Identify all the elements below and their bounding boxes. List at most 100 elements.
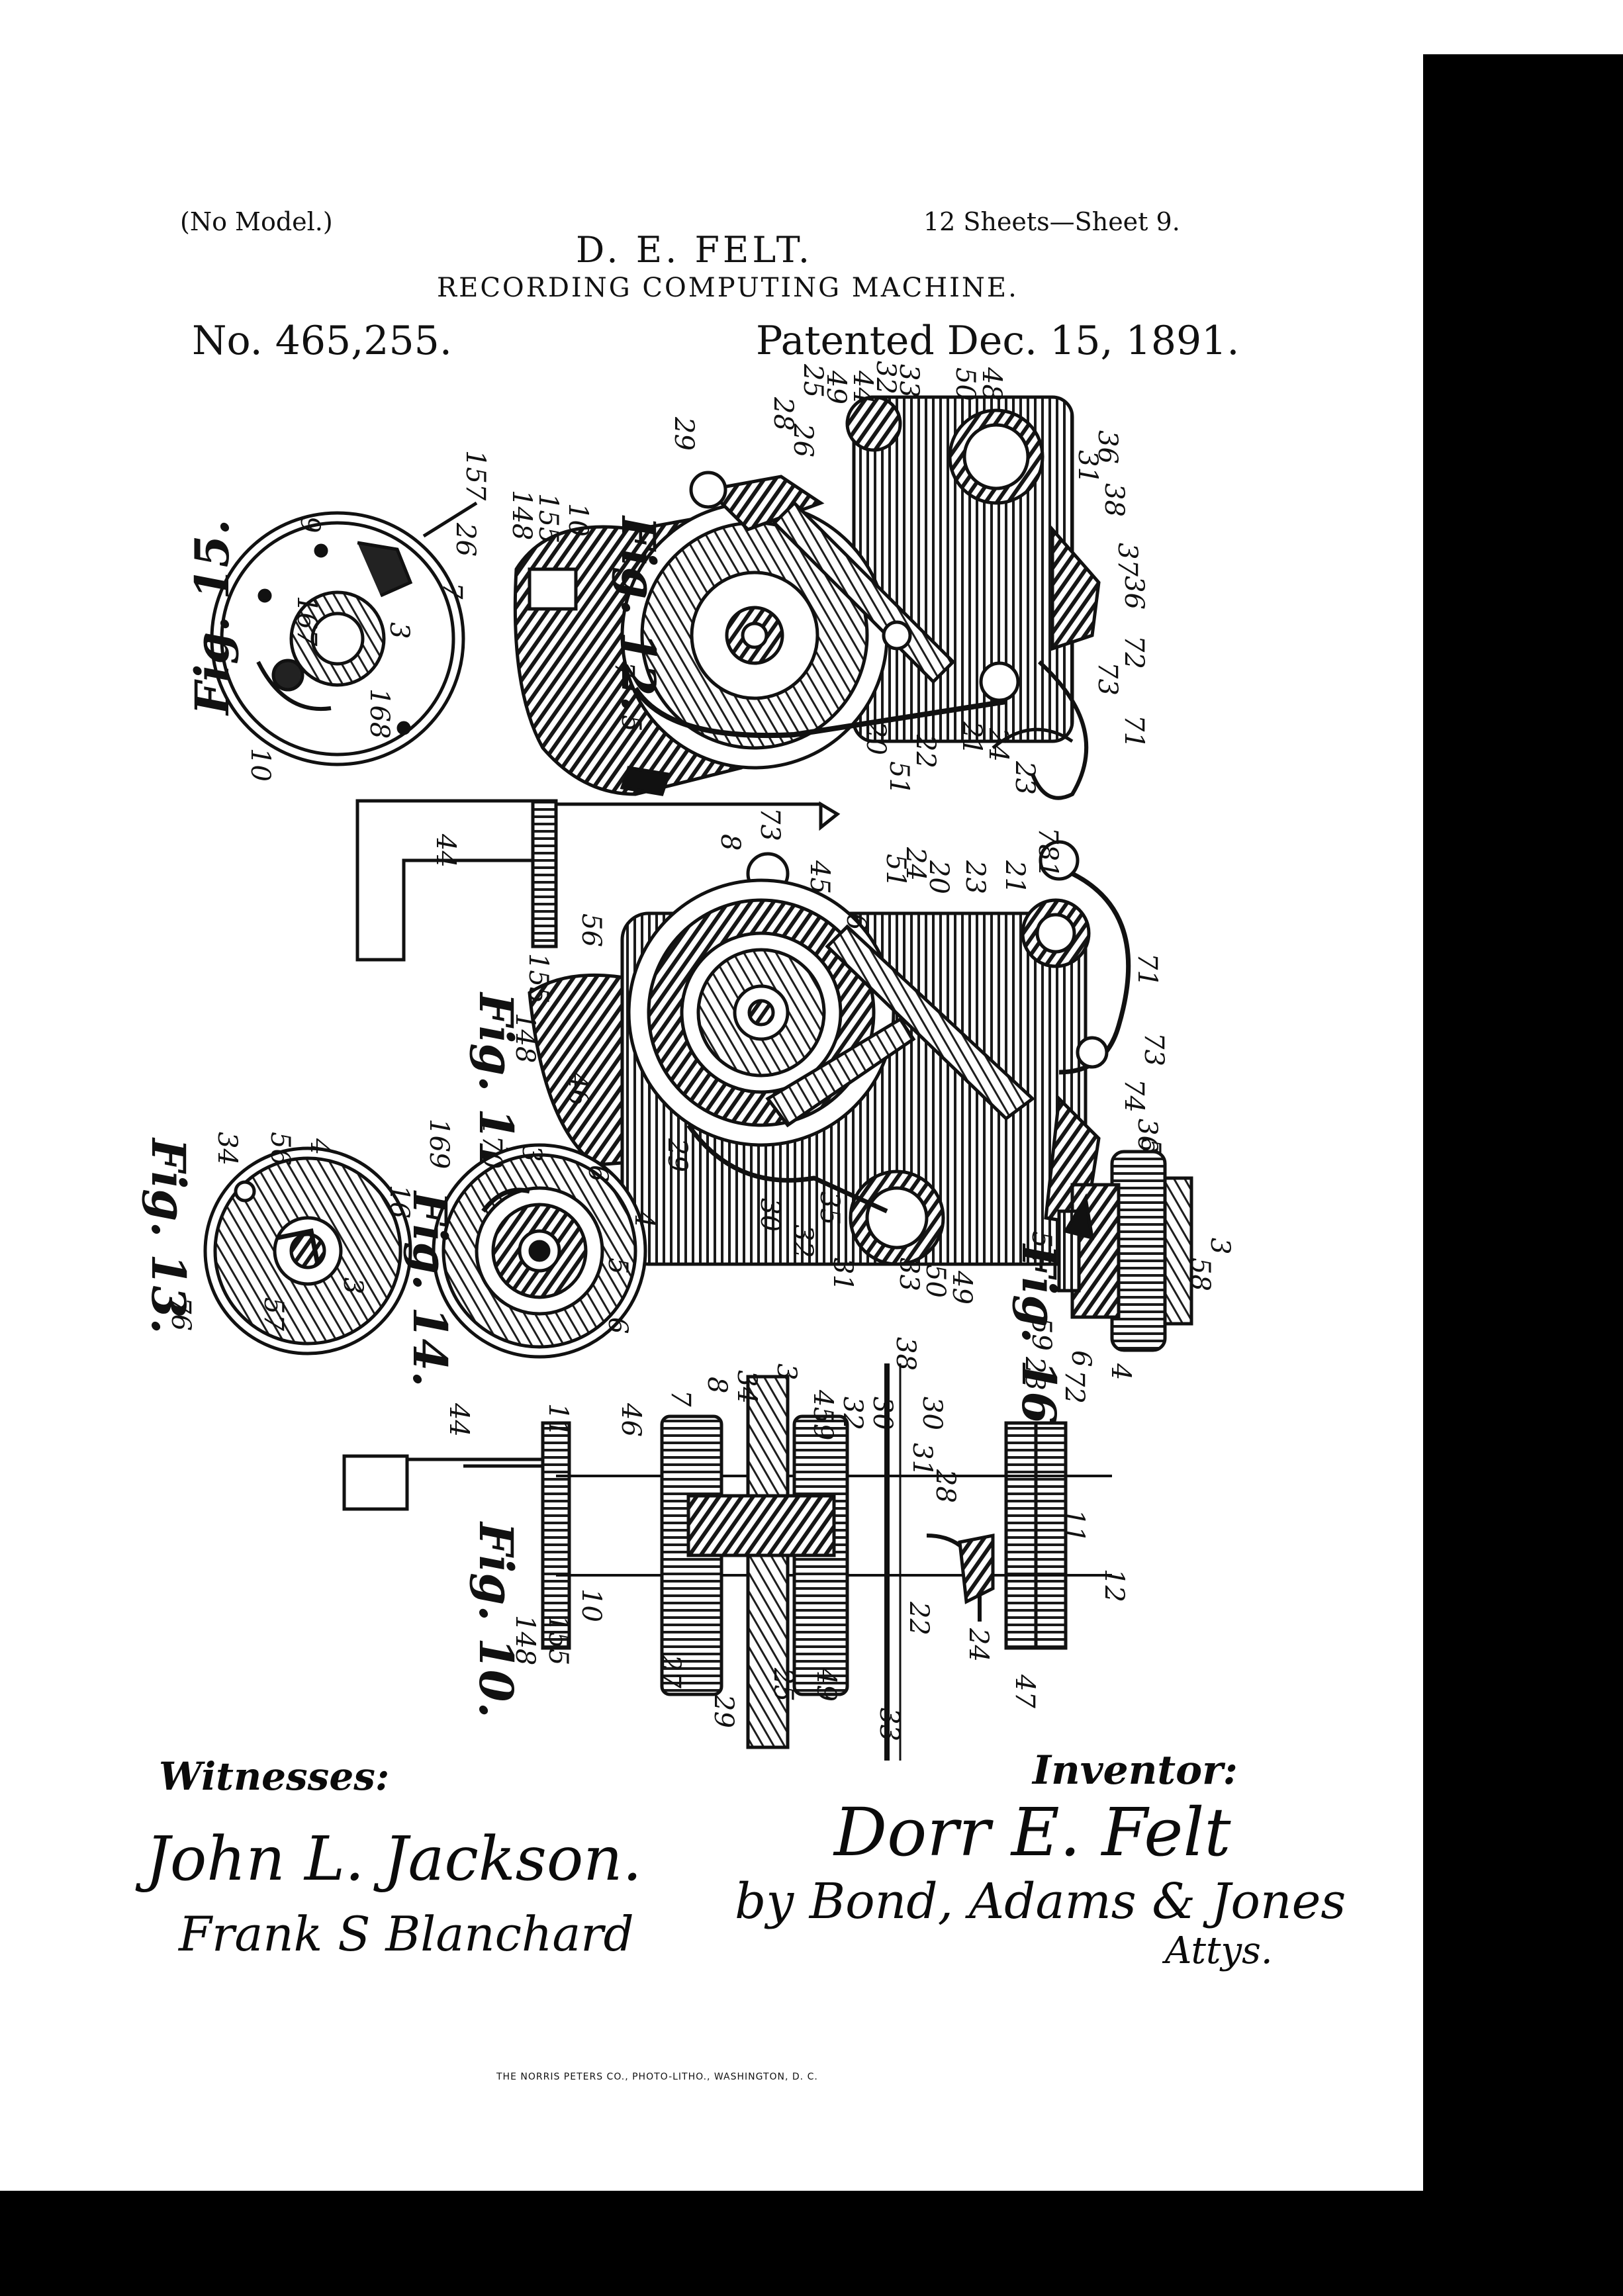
figure-10	[342, 1363, 1112, 1761]
fig11-ref-36: 36	[1132, 1119, 1162, 1152]
fig10-ref-148: 148	[510, 1615, 540, 1665]
fig11-ref-74: 74	[1119, 1079, 1149, 1113]
fig-16-label: Fig. 16.	[1011, 1243, 1066, 1440]
patent-number: No. 465,255.	[192, 318, 452, 364]
fig10-ref-46: 46	[616, 1402, 646, 1437]
fig15-ref-9: 9	[295, 516, 325, 533]
fig10-ref-22: 22	[904, 1601, 934, 1635]
printer-imprint: THE NORRIS PETERS CO., PHOTO-LITHO., WAS…	[496, 2072, 818, 2082]
figure-14	[432, 1143, 647, 1359]
figure-13	[203, 1146, 412, 1355]
fig12-ref-148: 148	[506, 490, 537, 540]
fig10-ref-34: 34	[731, 1370, 762, 1404]
fig12-ref-36-top: 36	[1092, 430, 1123, 464]
model-note: (No Model.)	[180, 207, 333, 236]
fig13-ref-3: 3	[338, 1277, 368, 1294]
fig10-ref-44: 44	[443, 1402, 474, 1437]
figure-14-labels: Fig. 14. 169 170 3 6 4 5 6	[402, 1119, 659, 1387]
fig11-ref-30: 30	[755, 1198, 785, 1232]
fig11-ref-73-lower: 73	[1138, 1033, 1169, 1066]
attorneys-signature: by Bond, Adams & Jones	[735, 1873, 1346, 1930]
fig12-ref-33: 33	[894, 364, 924, 398]
fig16-ref-59: 59	[1026, 1317, 1056, 1351]
figure-13-labels: Fig. 13. 34 56 4 16 76 57 3	[141, 1132, 414, 1334]
fig10-ref-25: 25	[768, 1667, 798, 1702]
fig12-ref-23: 23	[1009, 760, 1040, 795]
fig14-ref-6-bottom: 6	[602, 1317, 633, 1334]
fig14-ref-169: 169	[424, 1119, 454, 1169]
fig-15-label: Fig. 15.	[185, 519, 240, 716]
fig13-ref-4: 4	[304, 1138, 335, 1155]
fig16-ref-58: 58	[1185, 1258, 1215, 1291]
figure-12	[513, 395, 1101, 800]
patent-date: Patented Dec. 15, 1891.	[756, 318, 1240, 364]
fig15-ref-10: 10	[245, 748, 275, 782]
fig16-ref-3: 3	[1205, 1238, 1235, 1254]
fig12-ref-155: 155	[533, 493, 563, 543]
fig14-ref-3: 3	[516, 1145, 547, 1162]
fig12-ref-48: 48	[976, 367, 1007, 401]
fig14-ref-170: 170	[477, 1119, 507, 1169]
fig10-ref-11: 11	[543, 1403, 573, 1437]
fig12-ref-50: 50	[950, 367, 980, 401]
fig12-ref-21: 21	[956, 721, 987, 755]
fig11-ref-6: 6	[841, 913, 871, 930]
fig11-ref-73: 73	[755, 807, 785, 841]
fig10-ref-49: 49	[811, 1667, 841, 1702]
fig-13-label: Fig. 13.	[141, 1137, 196, 1334]
fig12-ref-24: 24	[983, 727, 1013, 762]
fig13-ref-76: 76	[165, 1297, 196, 1331]
fig10-ref-72: 72	[1059, 1370, 1090, 1404]
fig12-ref-10: 10	[563, 503, 593, 537]
fig12-ref-38: 38	[1099, 483, 1129, 517]
fig10-ref-47: 47	[1009, 1674, 1040, 1708]
fig10-ref-33: 33	[874, 1708, 904, 1741]
fig16-ref-4: 4	[1105, 1363, 1136, 1380]
patent-title: RECORDING COMPUTING MACHINE.	[437, 273, 1019, 303]
fig10-ref-12: 12	[1099, 1569, 1129, 1602]
fig11-ref-155: 155	[523, 953, 553, 1003]
fig12-ref-49: 49	[821, 370, 851, 404]
fig-10-label: Fig. 10.	[469, 1521, 524, 1718]
figure-12-labels: Fig. 12. 148 155 10 29 28 25 26 49 44 32…	[506, 361, 1149, 795]
fig12-ref-72: 72	[1119, 635, 1149, 669]
fig11-ref-23: 23	[960, 860, 990, 894]
figure-10-labels: Fig. 10. 44 11 7 8 34 3 46 459 32 30 38 …	[443, 1337, 1129, 1741]
fig11-ref-49: 49	[947, 1270, 977, 1305]
fig11-ref-32: 32	[788, 1224, 818, 1258]
fig10-ref-10: 10	[576, 1588, 606, 1622]
fig13-ref-57: 57	[258, 1297, 289, 1331]
fig11-ref-51: 51	[880, 854, 911, 888]
fig10-ref-155: 155	[543, 1615, 573, 1665]
fig-12-label: Fig. 12.	[611, 515, 666, 712]
figure-11	[355, 799, 1131, 1266]
fig12-ref-73: 73	[1092, 662, 1123, 696]
fig11-ref-8: 8	[715, 834, 745, 850]
fig10-ref-28: 28	[930, 1469, 960, 1503]
fig11-ref-31: 31	[827, 1258, 858, 1291]
witness-signature-2: Frank S Blanchard	[179, 1906, 634, 1962]
inventor-heading: D. E. FELT.	[576, 229, 813, 271]
fig12-ref-22: 22	[910, 734, 941, 768]
right-scan-border	[1423, 54, 1623, 2296]
fig15-ref-26: 26	[450, 522, 481, 557]
fig-14-label: Fig. 14.	[402, 1190, 457, 1387]
fig12-ref-71: 71	[1119, 715, 1149, 749]
fig10-ref-27: 27	[655, 1654, 686, 1688]
fig11-ref-21: 21	[999, 860, 1030, 894]
fig12-ref-29: 29	[669, 416, 699, 451]
fig12-ref-5: 5	[616, 715, 646, 731]
fig13-ref-16: 16	[384, 1185, 414, 1218]
fig10-ref-24: 24	[963, 1628, 994, 1662]
fig15-ref-3: 3	[384, 622, 414, 639]
fig11-ref-45: 45	[804, 860, 835, 894]
fig14-ref-6-top: 6	[582, 1165, 613, 1181]
fig14-ref-5: 5	[602, 1258, 633, 1274]
figure-16-labels: Fig. 16. 5 51 3 58 59 6 4	[1011, 1138, 1235, 1440]
fig12-ref-26: 26	[788, 423, 818, 457]
fig12-ref-31: 31	[1072, 450, 1103, 484]
fig10-ref-8: 8	[702, 1377, 732, 1393]
inventor-heading-label: Inventor:	[1033, 1747, 1238, 1794]
fig11-ref-50: 50	[920, 1264, 951, 1298]
